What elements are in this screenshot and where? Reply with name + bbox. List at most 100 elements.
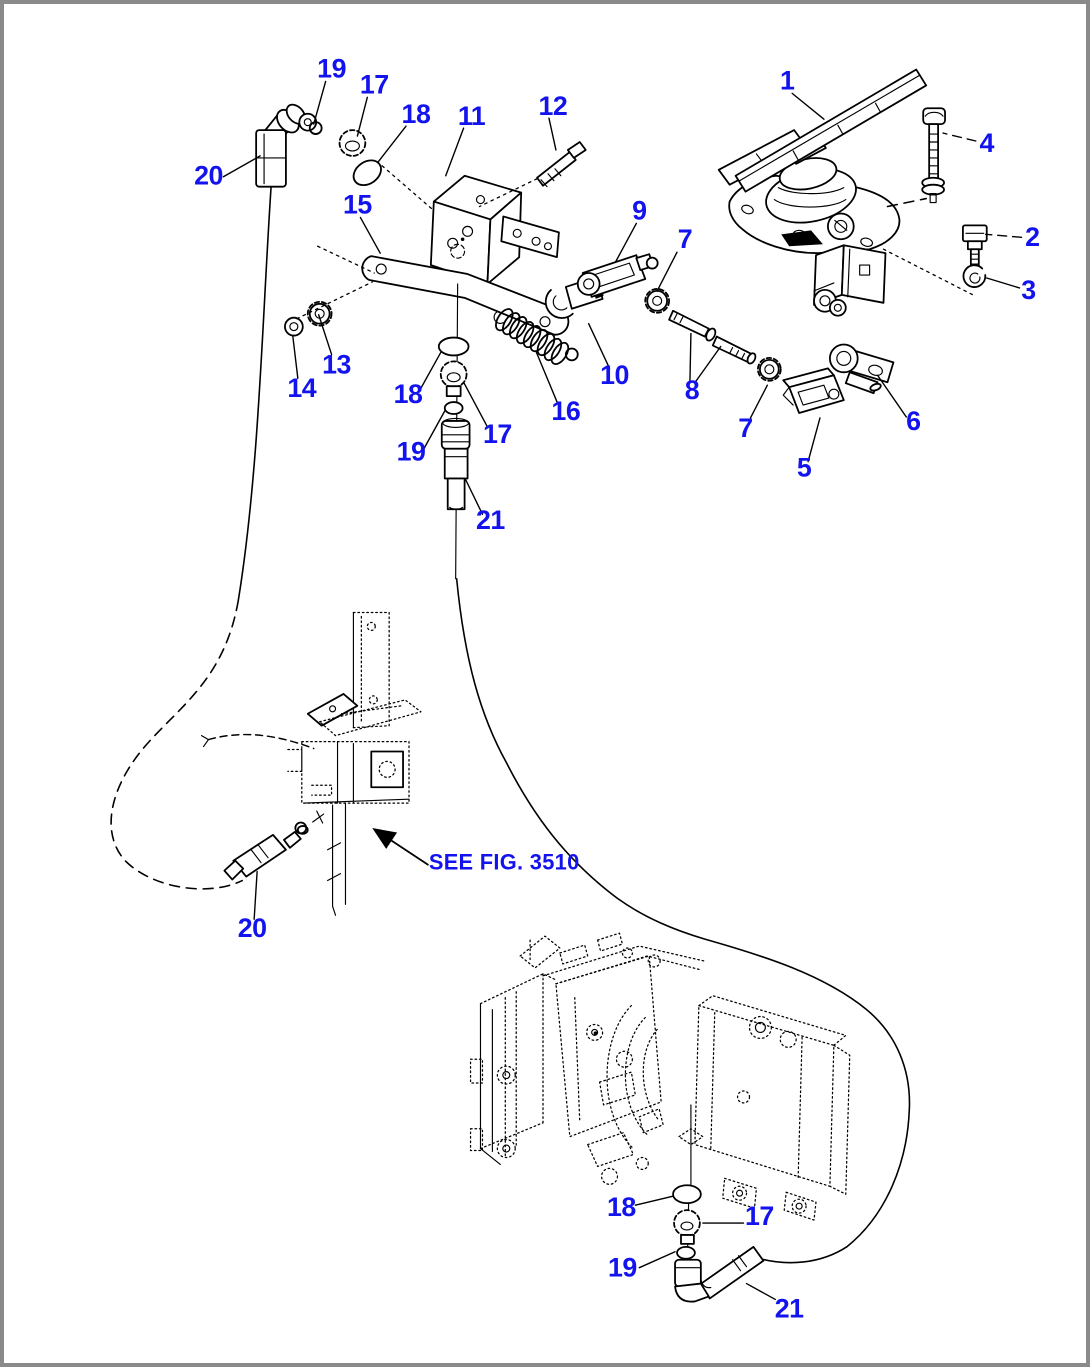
callout-7-upper[interactable]: 7: [678, 224, 693, 254]
assembly-axis-line: [296, 245, 375, 320]
leader-line-7-lower: [749, 384, 769, 419]
callout-1[interactable]: 1: [780, 65, 795, 95]
leader-line-5: [807, 417, 821, 463]
callout-11[interactable]: 11: [458, 101, 486, 131]
leader-line-21-bottom: [745, 1282, 776, 1301]
leader-line-19-bottom: [638, 1251, 676, 1269]
part-7-nut-upper: [644, 288, 670, 314]
projection-line: [882, 248, 976, 297]
callout-10[interactable]: 10: [600, 360, 629, 390]
part-11-block: [429, 174, 560, 285]
part-4-bolt: [921, 107, 946, 204]
part-8-rod: [668, 309, 757, 365]
leader-line-8: [695, 345, 722, 382]
part-17-plug-mid: [439, 360, 468, 398]
callout-18-mid[interactable]: 18: [394, 379, 424, 409]
callout-5[interactable]: 5: [797, 453, 812, 483]
part-19-washer-bottom: [676, 1245, 696, 1260]
part-20-fitting-mid: [223, 825, 309, 881]
part-18-oring-top: [352, 159, 382, 187]
part-3-nut: [962, 264, 987, 288]
pump-assembly: [469, 932, 851, 1221]
see-fig-note-link[interactable]: SEE FIG. 3510: [429, 850, 580, 875]
part-21-elbow-hose-bottom: [674, 1245, 765, 1303]
callout-20-mid[interactable]: 20: [238, 913, 267, 943]
callout-6[interactable]: 6: [906, 406, 921, 436]
part-20-elbow-top: [255, 103, 318, 188]
leader-line-15: [359, 216, 381, 254]
part-19-washer-mid: [443, 401, 464, 415]
part-19-washer-top: [308, 121, 323, 135]
valve-assembly: [200, 611, 422, 916]
callout-21-bottom[interactable]: 21: [775, 1293, 805, 1323]
part-17-plug-top: [338, 129, 367, 157]
callout-15[interactable]: 15: [343, 189, 373, 219]
leader-line-20-mid: [253, 870, 258, 920]
leader-line-20-top: [222, 155, 261, 178]
leader-line-18-bottom: [634, 1195, 674, 1206]
leader-line-19-top: [313, 80, 327, 125]
leader-line-17-mid: [462, 381, 489, 428]
leader-line-11: [445, 127, 465, 177]
leader-line-2: [985, 233, 1023, 238]
exploded-parts-diagram: 1917181112142320159713141817191610875621…: [110, 53, 1040, 1323]
leader-line-17-top: [356, 96, 369, 137]
projection-line: [886, 197, 927, 208]
leader-line-19-mid: [423, 410, 446, 450]
leader-line-6: [876, 374, 908, 418]
callout-16[interactable]: 16: [551, 396, 580, 426]
callout-20-top[interactable]: 20: [194, 161, 223, 191]
part-18-oring-bottom: [672, 1184, 702, 1205]
leader-line-3: [986, 277, 1021, 289]
callout-19-mid[interactable]: 19: [397, 437, 426, 467]
callout-14[interactable]: 14: [287, 373, 317, 403]
part-5-block: [782, 367, 845, 414]
callout-18-top[interactable]: 18: [402, 99, 432, 129]
leader-line-21-mid: [464, 478, 484, 515]
leader-line-16: [535, 350, 559, 405]
leader-line-18-mid: [420, 351, 442, 389]
callout-19-bottom[interactable]: 19: [608, 1253, 637, 1283]
part-1-lever-assembly: [717, 68, 928, 317]
part-18-oring-mid: [437, 336, 470, 357]
leader-line-4: [942, 132, 977, 142]
leader-line-13: [317, 314, 333, 356]
callout-8[interactable]: 8: [685, 375, 700, 405]
callout-17-top[interactable]: 17: [360, 69, 389, 99]
part-12-bolt: [536, 141, 587, 188]
part-9-link: [576, 253, 659, 298]
leader-line-8: [689, 332, 692, 382]
part-14-washer: [284, 316, 304, 337]
callout-3[interactable]: 3: [1021, 275, 1036, 305]
hose-route-right: [455, 577, 911, 1264]
leader-line-12: [548, 117, 557, 151]
leader-line-18-top: [377, 125, 407, 163]
callout-19-top[interactable]: 19: [317, 53, 346, 83]
part-13-nut: [306, 300, 333, 327]
callout-17-mid[interactable]: 17: [483, 419, 512, 449]
leader-line-14: [292, 335, 299, 379]
see-fig-arrow: [372, 827, 429, 866]
callout-17-bottom[interactable]: 17: [745, 1201, 774, 1231]
callout-9[interactable]: 9: [632, 195, 647, 225]
exploded-view-drawing: [110, 68, 988, 1303]
callout-13[interactable]: 13: [322, 349, 351, 379]
leader-line-1: [791, 92, 825, 120]
callout-4[interactable]: 4: [980, 128, 995, 158]
part-6-bracket: [829, 343, 895, 395]
leader-line-7-upper: [656, 251, 678, 292]
callout-21-mid[interactable]: 21: [476, 505, 506, 535]
leader-line-10: [587, 322, 611, 370]
callout-2[interactable]: 2: [1025, 222, 1040, 252]
callout-18-bottom[interactable]: 18: [607, 1192, 637, 1222]
hose-route-left: [110, 186, 272, 890]
part-17-plug-bottom: [673, 1209, 701, 1245]
part-16-spring: [493, 308, 579, 365]
leader-line-9: [614, 222, 638, 263]
part-21-connector-mid: [440, 417, 471, 511]
part-7-nut-lower: [757, 357, 782, 382]
callout-12[interactable]: 12: [539, 91, 568, 121]
callout-7-lower[interactable]: 7: [738, 413, 753, 443]
